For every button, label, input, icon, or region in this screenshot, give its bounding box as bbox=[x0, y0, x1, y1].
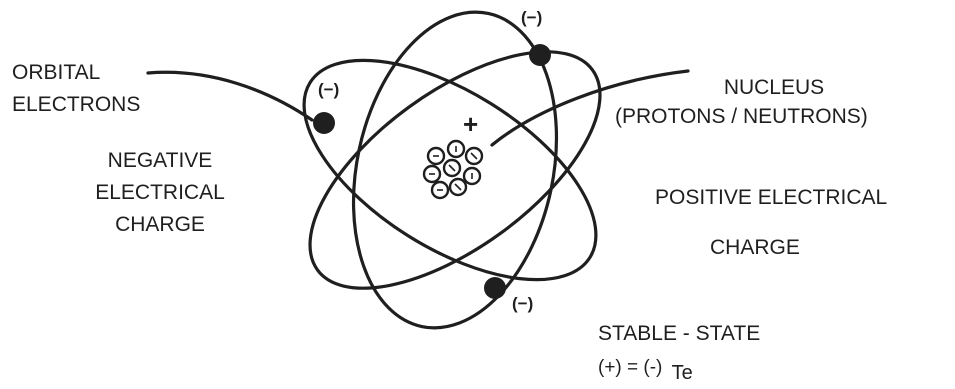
stable-state-label: STABLE - STATE bbox=[598, 322, 761, 345]
electron-top bbox=[529, 44, 551, 66]
orbit-left-tilt bbox=[302, 58, 598, 282]
negative-label-line3: CHARGE bbox=[115, 213, 205, 236]
nucleus-label-line2: (PROTONS / NEUTRONS) bbox=[615, 105, 868, 128]
orbit-right-tilt bbox=[308, 50, 602, 290]
negative-label-line1: NEGATIVE bbox=[107, 149, 213, 172]
nucleus-leader-line bbox=[490, 69, 690, 147]
nucleus-charge: + bbox=[463, 109, 479, 139]
stable-state-te: Te bbox=[671, 362, 693, 384]
positive-label-line1: POSITIVE ELECTRICAL bbox=[655, 186, 888, 209]
electron-left-charge: (−) bbox=[318, 80, 340, 99]
positive-label-line2: CHARGE bbox=[710, 236, 800, 259]
electron-left bbox=[313, 112, 335, 134]
nucleus-label-line1: NUCLEUS bbox=[723, 76, 825, 99]
orbital-label-line2: ELECTRONS bbox=[12, 93, 141, 116]
negative-label-line2: ELECTRICAL bbox=[95, 181, 225, 204]
electron-top-charge: (−) bbox=[521, 8, 543, 27]
electron-bottom bbox=[484, 277, 506, 299]
orbital-leader-line bbox=[146, 70, 314, 122]
stable-state-equation-text: (+) = (-) bbox=[598, 357, 663, 378]
stable-state-equation: (+) = (-) Te bbox=[598, 354, 693, 384]
electron-bottom-charge: (−) bbox=[512, 294, 534, 313]
orbital-label-line1: ORBITAL bbox=[12, 61, 101, 84]
